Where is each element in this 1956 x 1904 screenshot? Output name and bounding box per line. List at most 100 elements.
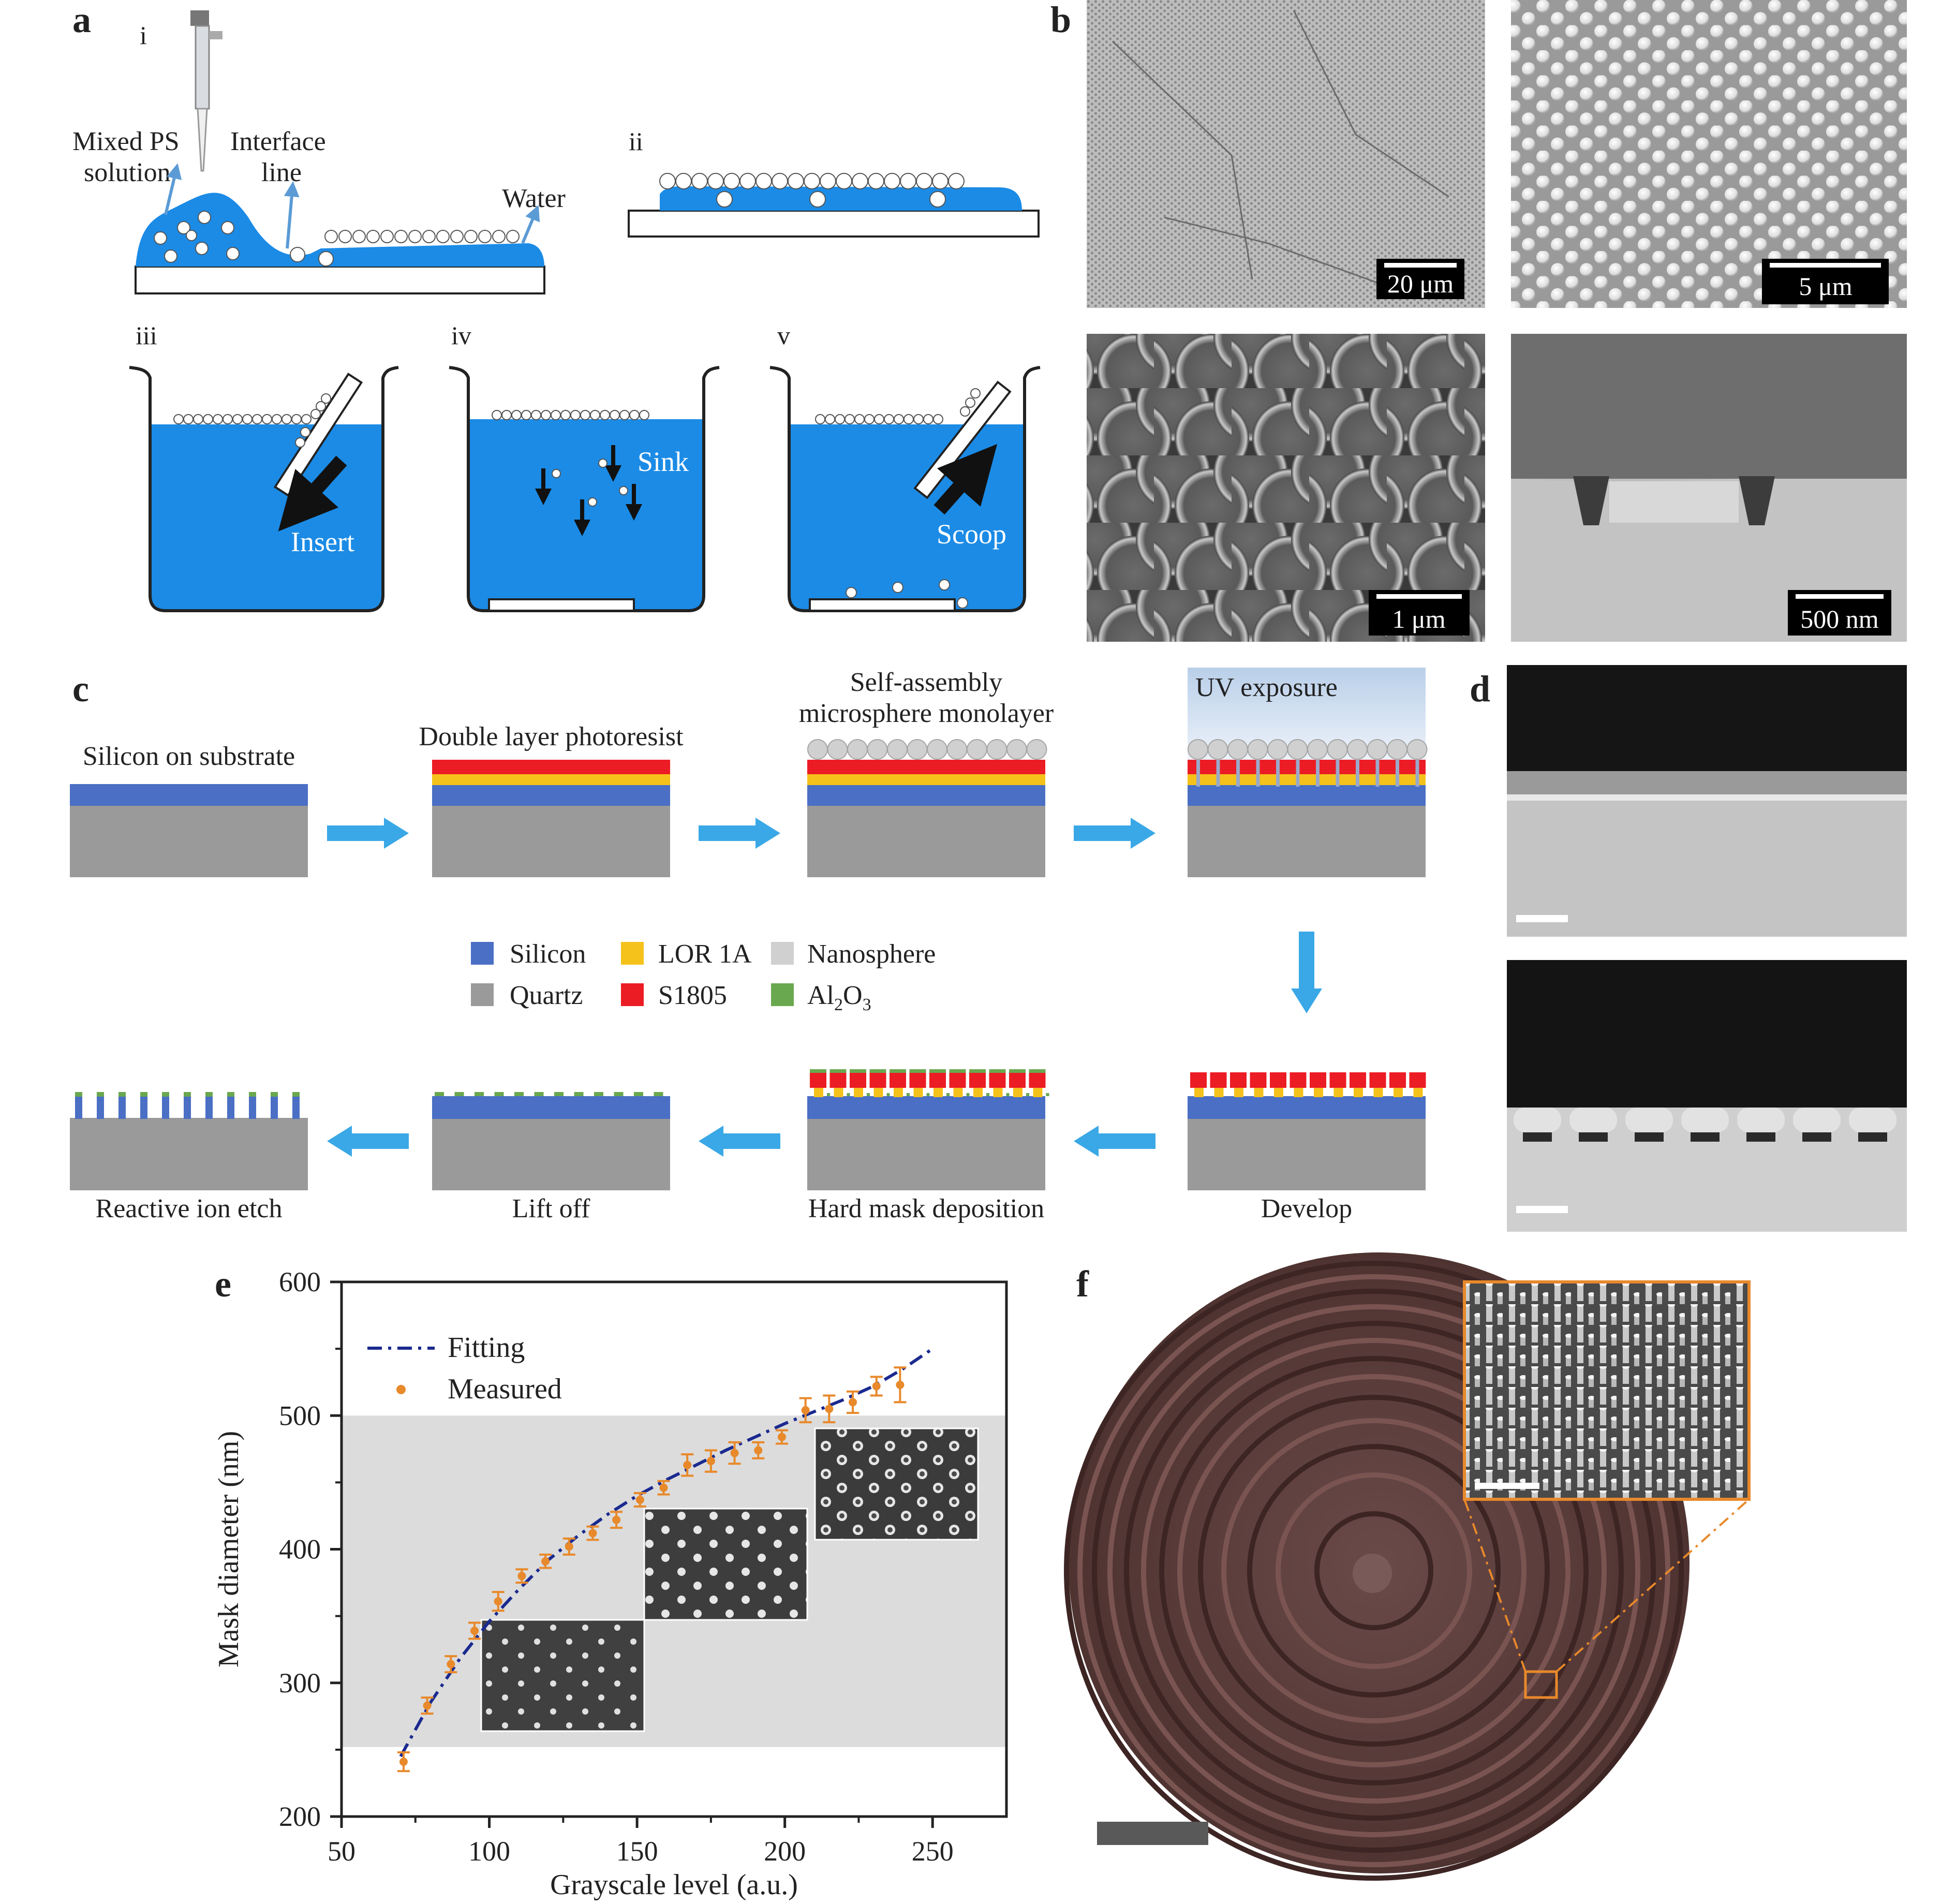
zoom-box bbox=[1524, 1670, 1558, 1699]
legend-silicon: Silicon bbox=[510, 939, 586, 969]
legend-lor: LOR 1A bbox=[658, 939, 752, 969]
stack-self-assembly bbox=[807, 760, 1045, 877]
fitting-line bbox=[399, 1347, 933, 1758]
panel-a: i Mixed PS solution Interface line Water… bbox=[72, 10, 1041, 612]
x-tick-label: 150 bbox=[616, 1836, 658, 1867]
sem-inset-small-holes bbox=[480, 1619, 645, 1732]
legend-swatch-silicon bbox=[471, 942, 494, 965]
panel-label-e: e bbox=[215, 1263, 231, 1305]
stack-lift-off bbox=[432, 1096, 670, 1190]
sem-image-b4: 500 nm bbox=[1511, 334, 1907, 642]
measured-point bbox=[470, 1627, 479, 1635]
y-tick-label: 200 bbox=[279, 1801, 321, 1832]
legend-s1805: S1805 bbox=[658, 981, 727, 1010]
panel-label-d: d bbox=[1470, 668, 1490, 710]
measured-point bbox=[565, 1542, 573, 1551]
step-uv-exposure: UV exposure bbox=[1195, 673, 1338, 702]
measured-point bbox=[777, 1433, 786, 1441]
stack-reactive-ion-etch bbox=[70, 1118, 308, 1190]
sem-image-b3: 1 μm bbox=[1087, 334, 1485, 642]
monolayer-ii bbox=[659, 173, 965, 189]
measured-point bbox=[635, 1495, 644, 1504]
panel-d bbox=[1507, 665, 1907, 1232]
step-microsphere-monolayer: microsphere monolayer bbox=[799, 699, 1054, 728]
measured-point bbox=[447, 1660, 455, 1669]
sem-image-b1: 20 μm bbox=[1087, 0, 1485, 308]
measured-point bbox=[423, 1701, 432, 1710]
measured-point bbox=[517, 1572, 526, 1581]
y-axis-label: Mask diameter (nm) bbox=[213, 1431, 245, 1667]
nanosphere-monolayer bbox=[807, 739, 1047, 760]
sem-image-d2 bbox=[1507, 960, 1907, 1232]
measured-point bbox=[399, 1758, 408, 1766]
panel-f bbox=[1064, 1252, 1751, 1881]
step-label-ii: ii bbox=[629, 127, 643, 156]
panel-label-f: f bbox=[1076, 1263, 1089, 1305]
panel-label-a: a bbox=[72, 0, 91, 40]
scale-bar-500nm: 500 nm bbox=[1800, 604, 1879, 633]
label-water: Water bbox=[502, 184, 566, 213]
monolayer-i bbox=[324, 230, 520, 243]
label-insert: Insert bbox=[291, 526, 354, 557]
legend: Silicon LOR 1A Nanosphere Quartz S1805 A… bbox=[471, 939, 936, 1014]
step-lift-off: Lift off bbox=[512, 1194, 590, 1223]
scale-bar-f bbox=[1097, 1822, 1208, 1845]
label-mixed-ps: Mixed PS bbox=[72, 127, 180, 156]
stack-silicon-on-substrate bbox=[70, 784, 308, 877]
beaker-iv: Sink bbox=[449, 366, 720, 612]
legend-swatch-al2o3 bbox=[771, 983, 794, 1006]
ps-particles-i bbox=[154, 211, 334, 267]
panel-c: Silicon on substrate Double layer photor… bbox=[70, 668, 1428, 1223]
measured-point bbox=[659, 1483, 668, 1492]
measured-point bbox=[801, 1406, 810, 1414]
measured-point bbox=[872, 1382, 881, 1391]
scale-bar-d1 bbox=[1516, 915, 1568, 922]
measured-point bbox=[683, 1460, 692, 1469]
scale-bar-5um: 5 μm bbox=[1799, 272, 1852, 301]
scale-bar-d2 bbox=[1516, 1206, 1568, 1213]
sem-image-b2: 5 μm bbox=[1511, 0, 1907, 308]
sem-image-d1 bbox=[1507, 665, 1907, 937]
scale-bar-20um: 20 μm bbox=[1387, 269, 1454, 298]
legend-quartz: Quartz bbox=[510, 981, 583, 1010]
x-tick-label: 200 bbox=[764, 1836, 806, 1867]
flow-arrows bbox=[327, 818, 1322, 1157]
legend-fitting-label: Fitting bbox=[448, 1332, 525, 1364]
x-tick-label: 100 bbox=[468, 1836, 510, 1867]
measured-point bbox=[541, 1557, 550, 1566]
step-reactive-ion-etch: Reactive ion etch bbox=[96, 1194, 283, 1223]
legend-swatch-quartz bbox=[471, 983, 494, 1006]
label-solution: solution bbox=[84, 158, 171, 187]
water-film-ii bbox=[660, 186, 1022, 211]
measured-point bbox=[730, 1449, 739, 1457]
beaker-iii: Insert bbox=[129, 366, 399, 612]
sem-inset-pillars bbox=[1463, 1280, 1751, 1501]
step-hard-mask: Hard mask deposition bbox=[808, 1194, 1044, 1223]
beaker-v: Scoop bbox=[769, 366, 1041, 612]
scale-bar-f-inset bbox=[1475, 1483, 1539, 1489]
x-tick-label: 250 bbox=[912, 1836, 954, 1867]
stack-hard-mask bbox=[807, 1096, 1045, 1190]
measured-point bbox=[588, 1529, 597, 1538]
step-silicon-on-substrate: Silicon on substrate bbox=[83, 742, 295, 771]
stack-develop bbox=[1188, 1096, 1426, 1190]
label-interface: Interface bbox=[230, 127, 326, 156]
measured-point bbox=[612, 1515, 621, 1524]
stack-double-layer-photoresist bbox=[432, 760, 670, 877]
panel-label-c: c bbox=[72, 668, 89, 710]
y-tick-label: 600 bbox=[279, 1266, 321, 1297]
legend-al2o3: Al2O3 bbox=[807, 981, 871, 1014]
substrate-ii bbox=[628, 210, 1040, 238]
pipette-icon bbox=[190, 10, 223, 172]
legend-nanosphere: Nanosphere bbox=[807, 939, 936, 969]
legend-swatch-nanosphere bbox=[771, 942, 794, 965]
x-tick-label: 50 bbox=[328, 1836, 355, 1867]
sem-inset-large-holes bbox=[814, 1427, 979, 1541]
measured-point bbox=[896, 1380, 905, 1389]
measured-point bbox=[825, 1405, 834, 1413]
label-sink: Sink bbox=[638, 446, 689, 477]
substrate-i bbox=[135, 265, 545, 294]
x-axis-label: Grayscale level (a.u.) bbox=[550, 1869, 798, 1901]
label-scoop: Scoop bbox=[937, 519, 1006, 550]
measured-point bbox=[754, 1446, 763, 1455]
